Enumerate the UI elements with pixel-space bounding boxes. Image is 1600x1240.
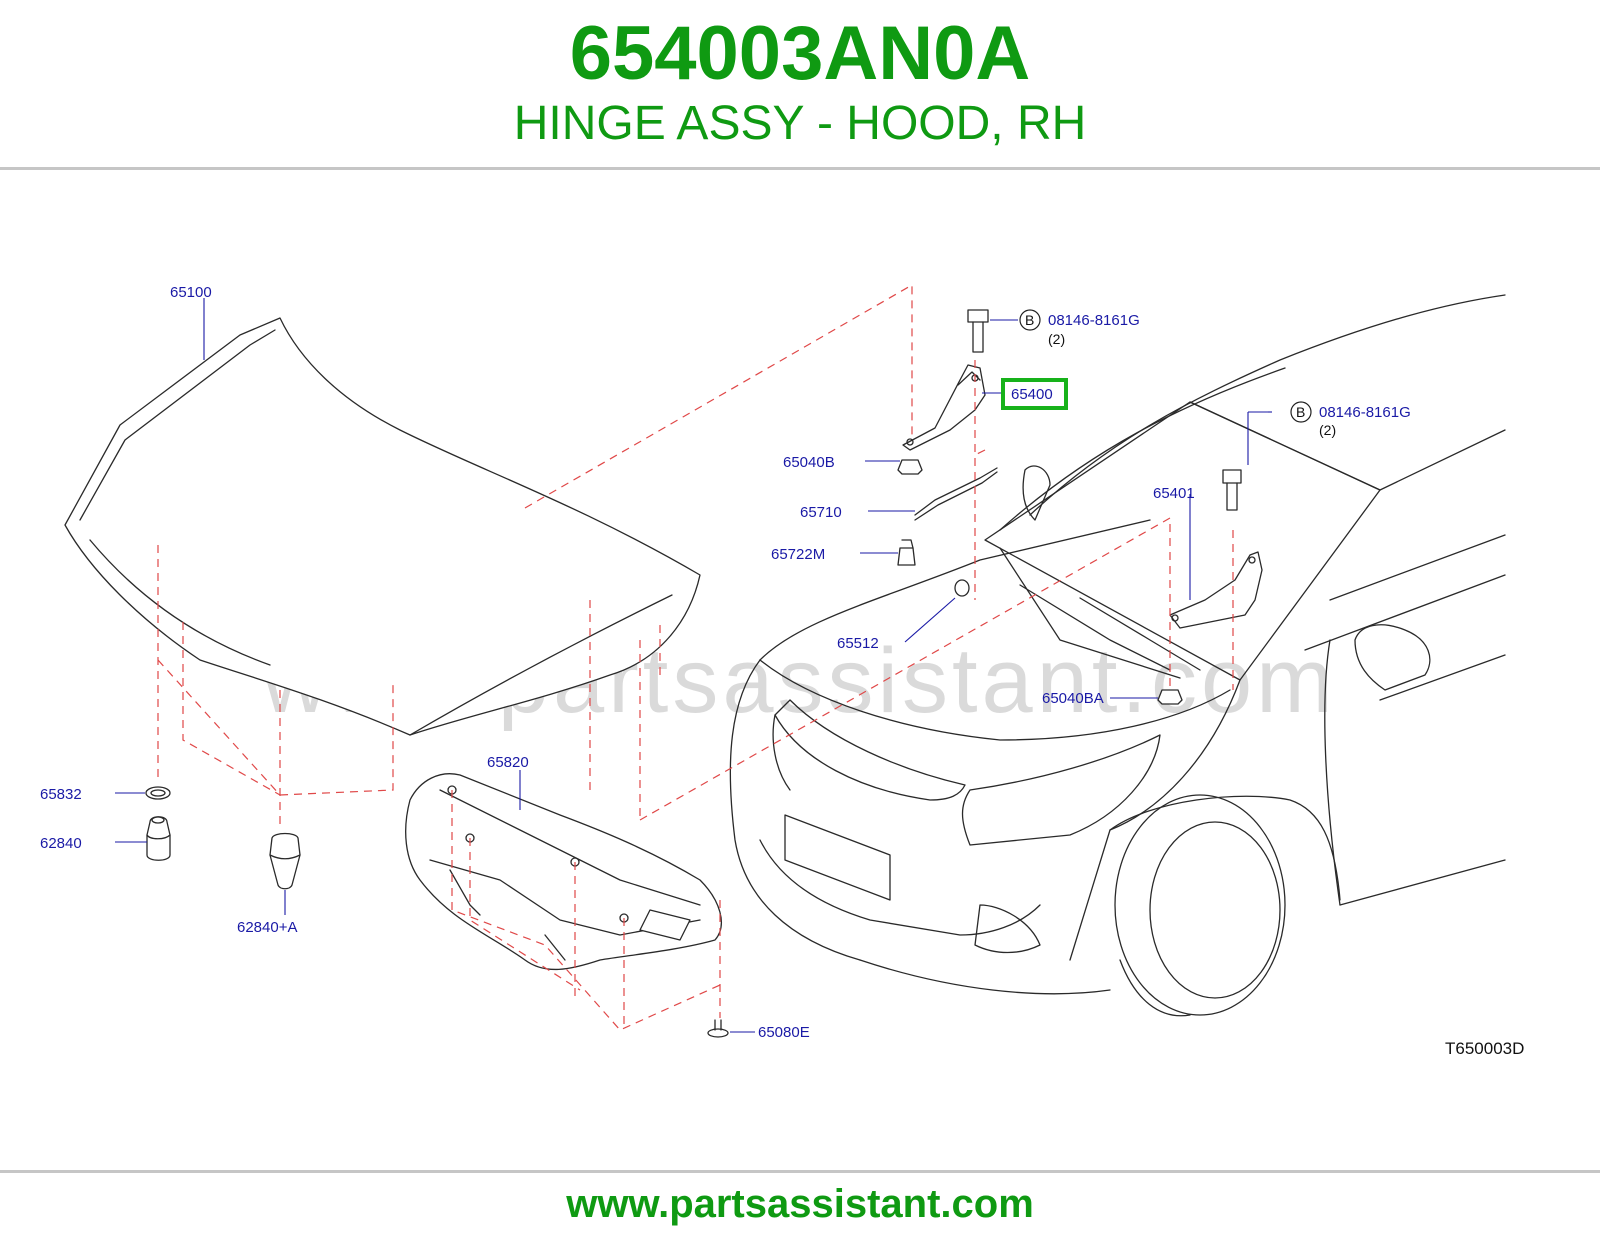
callout-bolt-lh-qty: (2)	[1319, 422, 1336, 438]
vehicle-outline	[729, 294, 1506, 1017]
badge-b-rh: B	[1025, 312, 1034, 328]
hinge-lh-65401	[1169, 551, 1263, 629]
clip-65080e	[707, 1019, 729, 1038]
callout-bolt-rh-qty: (2)	[1048, 331, 1065, 347]
diagram-reference-code: T650003D	[1445, 1039, 1524, 1058]
callout-hinge-lh[interactable]: 65401	[1153, 485, 1195, 502]
callouts: 65100 B 08146-8161G (2) 65400 B 08146-81…	[40, 284, 1524, 1058]
footer-divider	[0, 1170, 1600, 1173]
callout-clip-insulator[interactable]: 65080E	[758, 1024, 810, 1041]
callout-clip-rod[interactable]: 65722M	[771, 546, 825, 563]
washer-65832	[145, 786, 171, 800]
leader-lines	[115, 298, 1272, 1033]
callout-bolt-rh[interactable]: 08146-8161G	[1048, 312, 1140, 329]
part-number-title: 654003AN0A	[569, 11, 1031, 96]
bumper-62840-a	[269, 832, 301, 890]
callout-bumper[interactable]: 62840	[40, 835, 82, 852]
callout-insulator[interactable]: 65820	[487, 754, 529, 771]
callout-stopper[interactable]: 65512	[837, 635, 879, 652]
clip-65722m	[897, 539, 916, 566]
hinge-rh-65400	[902, 364, 986, 451]
callout-nut-lh[interactable]: 65040BA	[1042, 690, 1104, 707]
callout-rod[interactable]: 65710	[800, 504, 842, 521]
badge-b-lh-circle	[1290, 401, 1312, 423]
callout-nut-rh[interactable]: 65040B	[783, 454, 835, 471]
hood-insulator	[405, 773, 722, 971]
nut-65040ba	[1157, 689, 1183, 705]
bolt-lh-08146	[1222, 469, 1242, 511]
hood-panel	[64, 317, 701, 736]
nut-65040b	[897, 459, 923, 475]
part-name-subtitle: HINGE ASSY - HOOD, RH	[513, 97, 1087, 150]
page-header: 654003AN0A HINGE ASSY - HOOD, RH	[0, 0, 1600, 168]
badge-b-lh: B	[1296, 404, 1305, 420]
assembly-guide-lines	[157, 283, 1234, 1031]
bumper-62840	[146, 816, 171, 861]
callout-hood[interactable]: 65100	[170, 284, 212, 301]
stopper-65512	[954, 579, 970, 597]
rod-65710	[914, 467, 998, 521]
footer-site-url[interactable]: www.partsassistant.com	[566, 1182, 1034, 1226]
callout-bumper-a[interactable]: 62840+A	[237, 919, 297, 936]
badge-b-rh-circle	[1019, 309, 1041, 331]
highlight-box-65400	[1001, 378, 1068, 410]
callout-hinge-rh[interactable]: 65400	[1011, 386, 1053, 403]
callout-washer[interactable]: 65832	[40, 786, 82, 803]
bolt-rh-08146	[967, 309, 989, 353]
header-divider	[0, 167, 1600, 170]
callout-bolt-lh[interactable]: 08146-8161G	[1319, 404, 1411, 421]
